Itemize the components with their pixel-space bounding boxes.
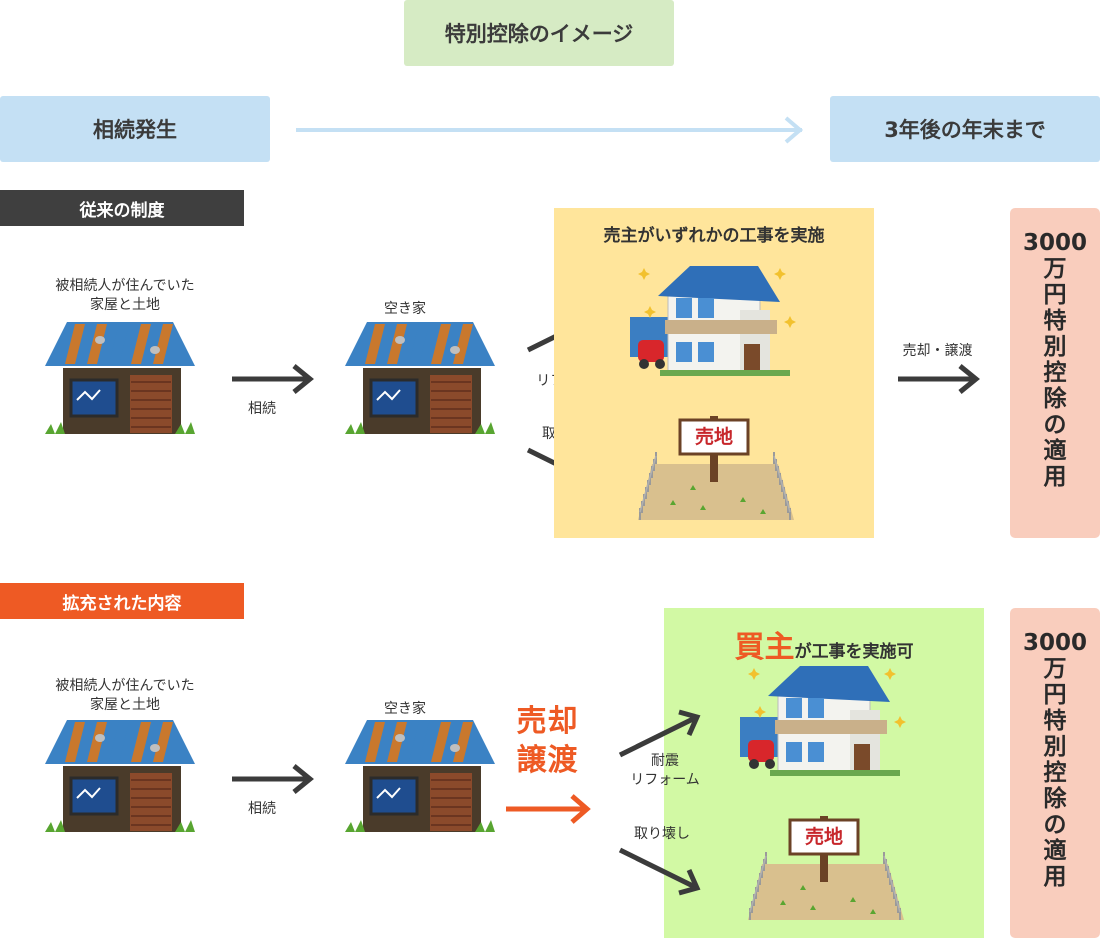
seller-panel-title: 売主がいずれかの工事を実施 bbox=[603, 226, 825, 246]
result-text-segment: 除 bbox=[1043, 386, 1067, 412]
result-text-segment: 特 bbox=[1043, 708, 1067, 734]
land-sign-text: 売地 bbox=[694, 426, 733, 448]
land-sign-text: 売地 bbox=[804, 826, 843, 848]
expanded-sale-label: 売却譲渡 bbox=[516, 704, 579, 778]
result-text-segment: の bbox=[1043, 812, 1067, 838]
timeline-end: 3年後の年末まで bbox=[830, 96, 1100, 162]
result-text-segment: 3000 bbox=[1022, 630, 1087, 656]
diagram-title: 特別控除のイメージ bbox=[404, 0, 674, 66]
result-text-segment: 適 bbox=[1043, 838, 1067, 864]
result-text-segment: 控 bbox=[1043, 360, 1067, 386]
legacy-sale-label: 売却・譲渡 bbox=[902, 343, 973, 359]
legacy-inherit-label: 相続 bbox=[248, 401, 276, 417]
result-text-segment: 別 bbox=[1043, 334, 1067, 360]
result-text-segment: 用 bbox=[1043, 864, 1067, 890]
result-text-segment: の bbox=[1043, 412, 1067, 438]
result-text-segment: 円 bbox=[1043, 282, 1067, 308]
land-for-sale-icon bbox=[638, 416, 794, 520]
expanded-demolish-label: 取り壊し bbox=[634, 826, 690, 842]
result-text-segment: 控 bbox=[1043, 760, 1067, 786]
old-house-icon bbox=[45, 322, 195, 434]
arrow-right-icon bbox=[898, 364, 980, 394]
land-for-sale-icon bbox=[748, 816, 904, 920]
buyer-panel-title: 買主が工事を実施可 bbox=[734, 630, 914, 665]
result-text-segment: 円 bbox=[1043, 682, 1067, 708]
orange-arrow-right-icon bbox=[506, 794, 591, 824]
result-text-segment: 3000 bbox=[1022, 230, 1087, 256]
arrow-right-icon bbox=[232, 764, 314, 794]
expanded-inherit-label: 相続 bbox=[248, 801, 276, 817]
new-house-icon bbox=[630, 266, 796, 376]
legacy-vacant-label: 空き家 bbox=[384, 301, 426, 317]
result-text-segment: 万 bbox=[1043, 656, 1067, 682]
old-house-icon bbox=[345, 720, 495, 832]
result-text-segment: 別 bbox=[1043, 734, 1067, 760]
expanded-house-label: 被相続人が住んでいた家屋と土地 bbox=[55, 678, 195, 713]
arrow-right-icon bbox=[232, 364, 314, 394]
arrow-up-right-icon bbox=[618, 709, 701, 758]
legacy-house-label: 被相続人が住んでいた家屋と土地 bbox=[55, 278, 195, 313]
timeline-arrow-icon bbox=[296, 116, 804, 144]
result-text-segment: 特 bbox=[1043, 308, 1067, 334]
expanded-vacant-label: 空き家 bbox=[384, 701, 426, 717]
result-text-segment: 用 bbox=[1043, 464, 1067, 490]
timeline-start: 相続発生 bbox=[0, 96, 270, 162]
expanded-reform-label: 耐震リフォーム bbox=[630, 753, 700, 788]
result-text-segment: 万 bbox=[1043, 256, 1067, 282]
result-text-segment: 除 bbox=[1043, 786, 1067, 812]
arrow-down-right-icon bbox=[618, 847, 701, 896]
legacy-section-tag: 従来の制度 bbox=[0, 190, 244, 226]
old-house-icon bbox=[345, 322, 495, 434]
result-text-segment: 適 bbox=[1043, 438, 1067, 464]
old-house-icon bbox=[45, 720, 195, 832]
expanded-section-tag: 拡充された内容 bbox=[0, 583, 244, 619]
new-house-icon bbox=[740, 666, 906, 776]
